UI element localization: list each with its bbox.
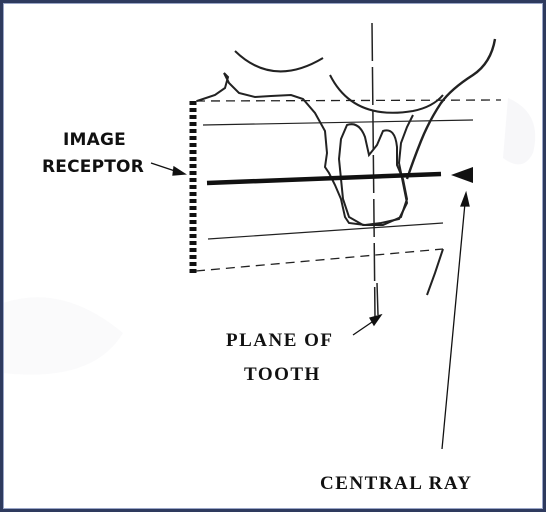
upper-dashed-line: [195, 99, 502, 102]
image-receptor-label-line1: IMAGE: [63, 130, 126, 150]
central-ray-arrowhead-icon: [451, 167, 473, 183]
leader-arrows: [150, 162, 470, 450]
background-shading: [3, 98, 536, 375]
lower-cheek-contour: [426, 248, 444, 296]
diagram-canvas: [3, 22, 536, 450]
lower-dashed-line: [195, 248, 444, 272]
central-ray-label: CENTRAL RAY: [320, 473, 473, 494]
upper-arc: [234, 50, 324, 73]
nasal-arc: [329, 74, 444, 114]
tooth-plane-end: [376, 282, 379, 316]
image-receptor-label-line2: RECEPTOR: [42, 157, 144, 177]
tooth-outline: [337, 123, 409, 226]
upper-solid-line: [202, 119, 474, 126]
plane-of-tooth-label-line2: TOOTH: [244, 364, 321, 385]
plane-of-tooth-label-line1: PLANE OF: [226, 330, 334, 351]
lower-solid-line: [207, 222, 444, 240]
cheek-contour: [405, 38, 497, 180]
tooth-plane-line: [371, 22, 376, 319]
palate-outline: [196, 72, 414, 227]
central-ray-beam: [206, 171, 442, 186]
